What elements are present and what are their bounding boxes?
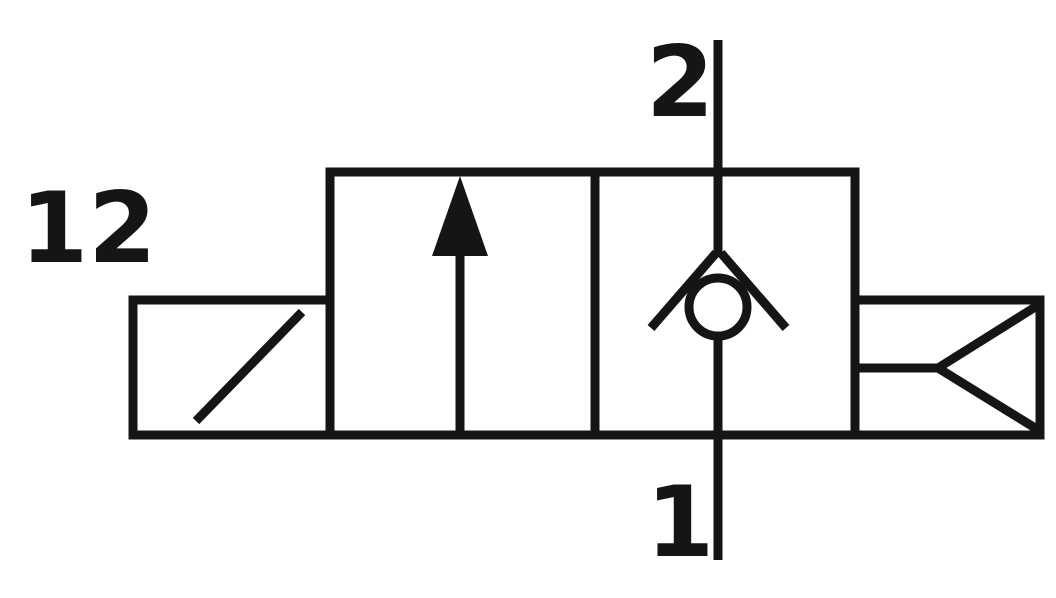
check-valve-seat-right bbox=[717, 250, 790, 331]
check-valve-seat-left bbox=[647, 250, 720, 331]
label-port-2: 2 bbox=[646, 26, 714, 140]
solenoid-box bbox=[128, 295, 335, 440]
pilot-triangle-upper bbox=[935, 300, 1043, 372]
valve-chamber-right bbox=[590, 167, 860, 440]
label-port-1: 1 bbox=[646, 466, 714, 580]
diagram-strokes bbox=[128, 40, 1045, 560]
label-port-12: 12 bbox=[20, 172, 156, 286]
pilot-triangle-lower bbox=[935, 364, 1043, 435]
flow-arrow-head bbox=[432, 176, 488, 256]
solenoid-diagonal bbox=[192, 308, 306, 425]
check-valve-ball bbox=[684, 273, 752, 341]
